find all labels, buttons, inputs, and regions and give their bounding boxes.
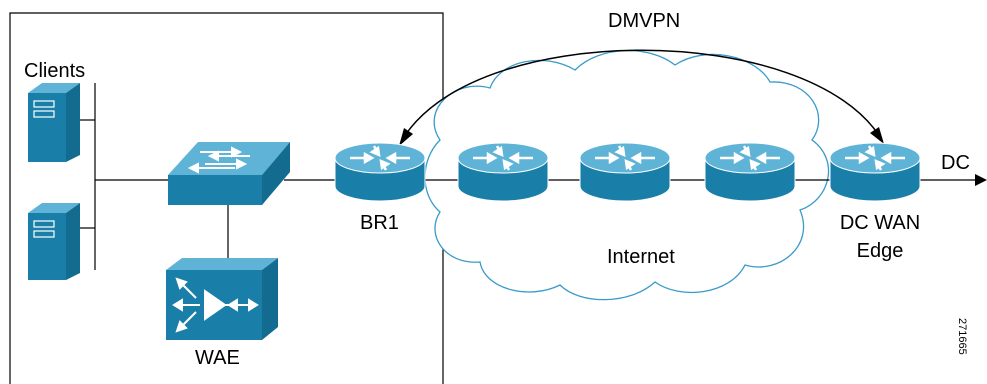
dc-wan-edge-label-line2: Edge [856,240,904,262]
dmvpn-arrowhead-dc [870,127,884,144]
br1-label: BR1 [360,212,399,234]
router-icon [333,141,427,203]
dmvpn-label: DMVPN [608,10,681,32]
dc-wan-edge-label-line1: DC WAN [839,212,921,234]
router-icon [578,141,672,203]
dmvpn-tunnel-arc [400,49,883,143]
wae-label: WAE [195,347,240,369]
network-links [80,83,978,270]
switch-icon [168,142,290,205]
wae-appliance-icon [166,258,278,340]
server-tower-icon [28,83,80,162]
dc-arrowhead [975,174,987,186]
router-icon [828,141,922,203]
figure-id: 271665 [956,318,968,355]
router-icon [703,141,797,203]
router-icon [456,141,550,203]
server-tower-icon [28,203,80,280]
clients-label: Clients [24,60,86,82]
dc-label: DC [941,152,970,174]
internet-label: Internet [607,246,675,268]
dmvpn-arrowhead-br1 [399,128,413,146]
